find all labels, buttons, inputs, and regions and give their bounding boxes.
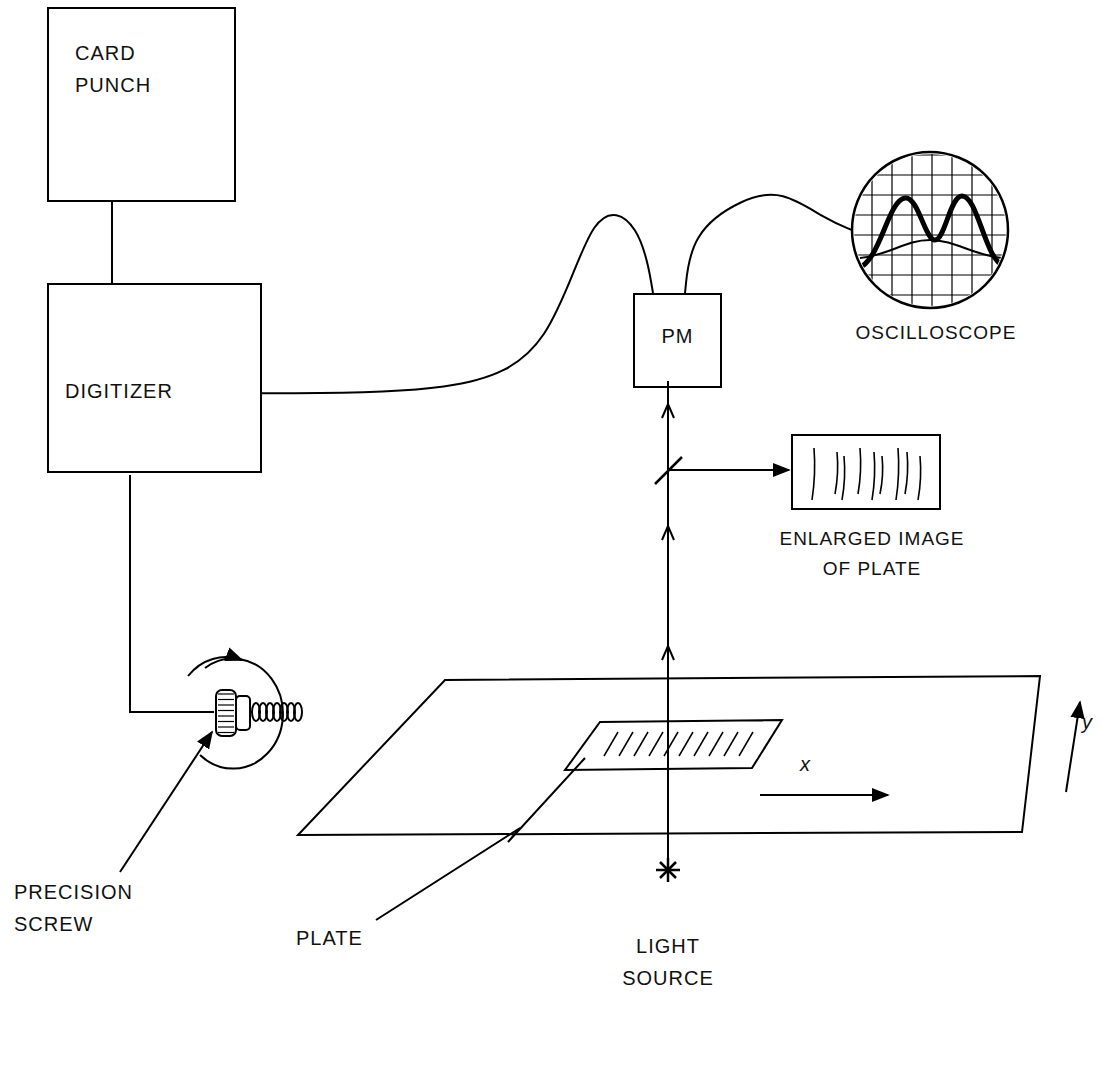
stage-table — [298, 676, 1040, 835]
axis-label: x — [800, 748, 830, 780]
enlarged-image: ENLARGED IMAGE OF PLATE — [766, 434, 978, 595]
photo-plate — [565, 720, 782, 770]
light-source-symbol — [656, 858, 680, 882]
node-text: PM — [635, 295, 720, 378]
signal-cable — [262, 215, 653, 393]
node-text: ENLARGED IMAGE OF PLATE — [766, 524, 978, 585]
image-strokes — [812, 448, 921, 500]
photomultiplier-box: PM — [633, 293, 722, 388]
digitizer-box: DIGITIZER — [47, 283, 262, 473]
x-axis-arrow — [760, 794, 888, 796]
screen-spacer — [850, 150, 1022, 318]
connector-layer — [112, 195, 852, 394]
y-axis-arrow — [1066, 702, 1080, 792]
part-label: PRECISION SCREW — [14, 876, 164, 940]
node-text: DIGITIZER — [65, 375, 276, 407]
image-frame — [791, 434, 941, 510]
signal-cable — [111, 202, 113, 283]
precision-screw — [188, 657, 302, 769]
leader-line — [376, 758, 585, 920]
screw-wire — [130, 475, 214, 712]
light-beam — [655, 381, 789, 858]
leader-line — [120, 732, 212, 872]
part-label: PLATE — [296, 922, 386, 954]
node-text: OSCILLOSCOPE — [850, 318, 1022, 348]
oscilloscope-screen — [850, 150, 1010, 310]
oscilloscope: OSCILLOSCOPE — [850, 150, 1022, 365]
node-text: CARD PUNCH — [75, 37, 175, 101]
signal-cable — [685, 195, 852, 293]
part-label: LIGHT SOURCE — [608, 930, 728, 994]
card-punch-box: CARD PUNCH — [47, 7, 236, 202]
axis-label: y — [1082, 706, 1100, 738]
